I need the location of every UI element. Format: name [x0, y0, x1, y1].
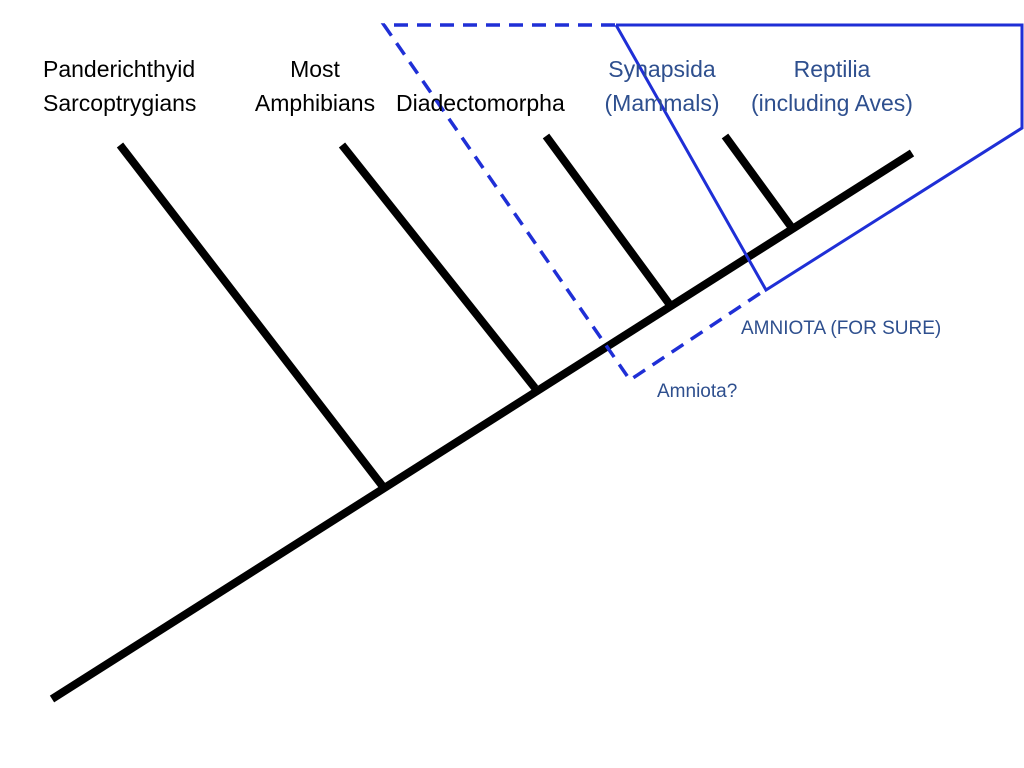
taxon-line2: (Mammals) [604, 90, 720, 116]
taxon-line1: Panderichthyid [43, 56, 196, 82]
branch-panderichthyid [116, 142, 388, 491]
taxon-line1: Most [290, 56, 340, 82]
taxon-label-most-amphibians: Most Amphibians [240, 52, 390, 120]
taxon-line2: Amphibians [254, 90, 376, 116]
taxon-line2: (including Aves) [751, 90, 913, 116]
amniota-sure-label: AMNIOTA (FOR SURE) [741, 318, 942, 339]
branch-synapsida [542, 133, 674, 308]
taxon-label-synapsida: Synapsida (Mammals) [592, 52, 732, 120]
cladogram-trunk [49, 149, 915, 703]
taxon-line2: Sarcoptrygians [43, 90, 197, 116]
taxon-line1: Reptilia [793, 56, 871, 82]
amniota-question-bracket [380, 23, 766, 383]
taxon-label-reptilia: Reptilia (including Aves) [742, 52, 922, 120]
branch-reptilia [721, 133, 796, 231]
taxon-line1: Synapsida [608, 56, 716, 82]
amniota-question-label: Amniota? [657, 381, 738, 402]
branch-most-amphibians [338, 142, 539, 391]
amniota-sure-bracket [614, 23, 1024, 293]
taxon-label-diadectomorpha: Diadectomorpha [396, 86, 565, 120]
taxon-label-panderichthyid: Panderichthyid Sarcoptrygians [43, 52, 196, 120]
taxon-line2: Diadectomorpha [396, 90, 565, 116]
